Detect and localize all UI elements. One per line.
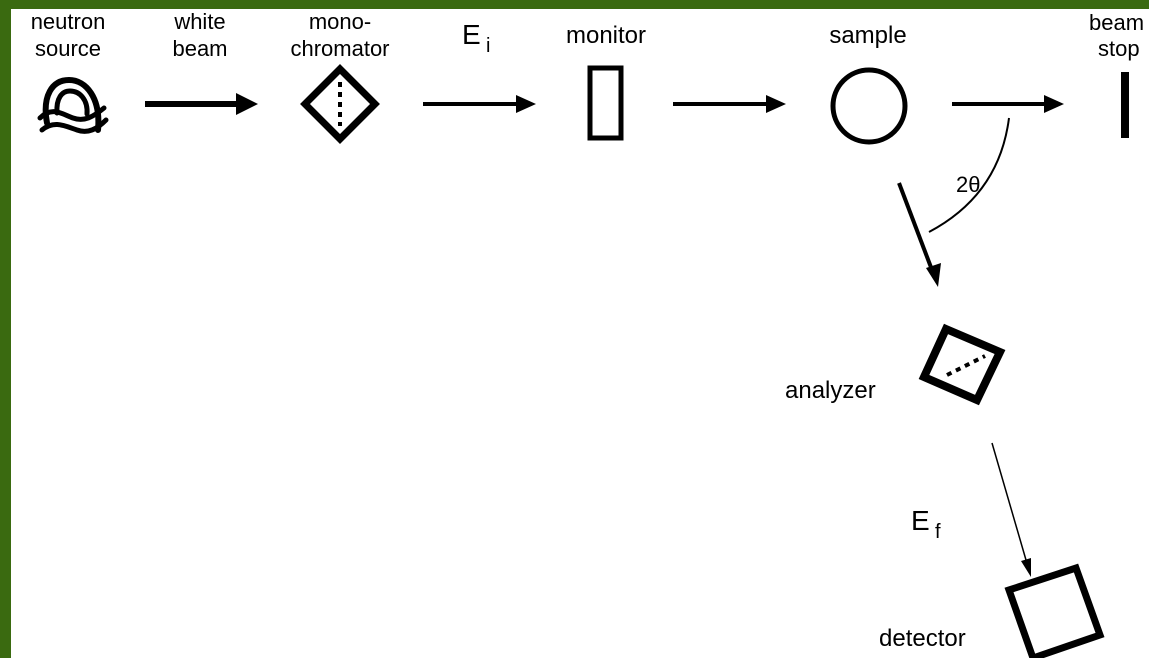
- monitor: monitor: [566, 22, 786, 141]
- monitor-label: monitor: [566, 22, 646, 49]
- neutron-source: neutron source: [31, 9, 109, 134]
- scattered-beam: [897, 182, 941, 287]
- diagram-canvas: neutron source white beam mono- chro: [11, 9, 1149, 658]
- white-beam-label-line2: beam: [172, 36, 227, 61]
- analyzer: analyzer: [785, 323, 1006, 406]
- diamond-crystal-icon: [300, 64, 380, 144]
- scattering-angle: 2θ: [928, 117, 1010, 233]
- neutron-source-label-line1: neutron: [31, 9, 106, 34]
- incident-energy-symbol: E: [462, 19, 481, 50]
- monochromator: mono- chromator: [290, 9, 390, 144]
- bar-icon: [1121, 72, 1129, 138]
- incident-beam-arrow-head: [516, 95, 536, 113]
- sample: sample: [829, 22, 1064, 145]
- tilted-square-icon: [1004, 563, 1105, 658]
- scattered-beam-arrow-shaft: [897, 182, 934, 271]
- source-arch-icon: [37, 76, 109, 134]
- scattering-angle-arc: [928, 117, 1010, 233]
- beam-stop: beam stop: [1089, 10, 1144, 138]
- detector: detector: [879, 563, 1105, 658]
- tilted-square-crystal-icon: [918, 323, 1006, 406]
- detector-label: detector: [879, 625, 966, 652]
- white-beam-label-line1: white: [173, 9, 225, 34]
- triple-axis-spectrometer-diagram: neutron source white beam mono- chro: [31, 9, 1144, 658]
- transmitted-beam-arrow-head: [1044, 95, 1064, 113]
- rectangle-icon: [587, 65, 624, 141]
- monitor-to-sample-arrow-head: [766, 95, 786, 113]
- final-beam-arrow-head: [1021, 558, 1031, 577]
- final-energy-symbol: E: [911, 505, 930, 536]
- monochromator-label-line2: chromator: [290, 36, 389, 61]
- beam-stop-label-line2: stop: [1098, 36, 1140, 61]
- sample-label: sample: [829, 22, 906, 49]
- analyzer-crystal-plane: [946, 354, 986, 377]
- scattering-angle-label: 2θ: [956, 172, 980, 197]
- white-beam-arrow-head: [236, 93, 258, 115]
- white-beam: white beam: [145, 9, 258, 115]
- neutron-source-label-line2: source: [35, 36, 101, 61]
- scattered-beam-arrow-head: [926, 263, 941, 287]
- final-beam-arrow-shaft: [991, 442, 1027, 561]
- analyzer-label: analyzer: [785, 377, 876, 404]
- incident-beam: E i: [423, 19, 536, 113]
- beam-stop-label-line1: beam: [1089, 10, 1144, 35]
- incident-energy-subscript: i: [486, 35, 490, 57]
- final-energy-subscript: f: [935, 521, 941, 543]
- final-beam: E f: [911, 442, 1031, 577]
- monochromator-label-line1: mono-: [309, 9, 371, 34]
- circle-icon: [830, 67, 908, 145]
